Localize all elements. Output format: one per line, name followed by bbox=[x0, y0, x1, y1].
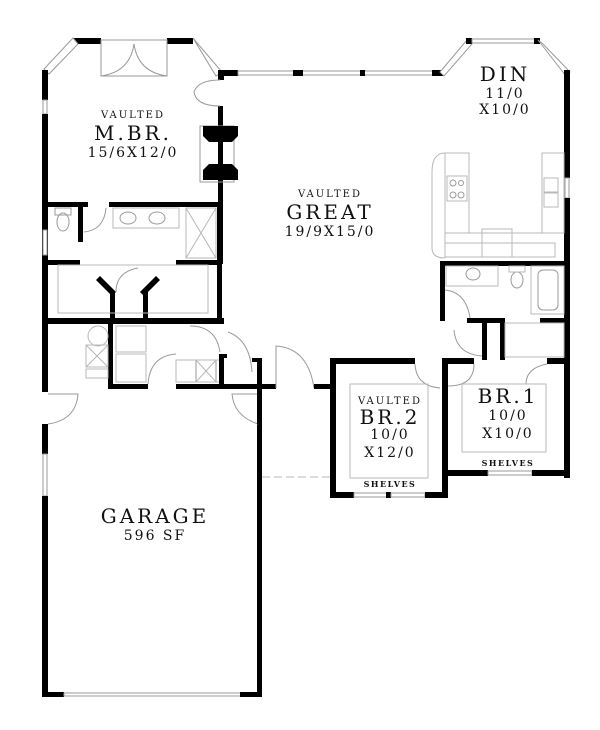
room-qualifier: VAULTED bbox=[100, 110, 165, 121]
room-size-width: 10/0 bbox=[370, 427, 410, 443]
dining-walls bbox=[439, 38, 571, 478]
room-size-height: X10/0 bbox=[479, 102, 531, 118]
hall-bath-walls bbox=[440, 261, 570, 360]
dining-label: DIN 11/0 X10/0 bbox=[465, 62, 545, 118]
bedroom-1-closet-label: SHELVES bbox=[481, 458, 535, 468]
room-name: BR.2 bbox=[359, 405, 421, 429]
room-size-width: 11/0 bbox=[485, 86, 525, 102]
room-name: M.BR. bbox=[94, 121, 172, 145]
room-size-width: 10/0 bbox=[488, 408, 528, 424]
room-qualifier: VAULTED bbox=[297, 189, 362, 200]
master-bedroom-walls bbox=[42, 37, 238, 322]
bedroom-2-walls bbox=[330, 358, 448, 498]
room-name: GREAT bbox=[286, 200, 374, 224]
garage-label: GARAGE 596 SF bbox=[60, 504, 250, 544]
garage-walls bbox=[42, 322, 330, 697]
room-size-height: X12/0 bbox=[364, 445, 416, 461]
bedroom-1-walls bbox=[447, 358, 570, 476]
room-qualifier: VAULTED bbox=[357, 396, 422, 407]
room-size: 19/9X15/0 bbox=[284, 224, 376, 240]
bedroom-1-label: BR.1 10/0 X10/0 bbox=[458, 384, 558, 442]
bedroom-2-closet-label: SHELVES bbox=[363, 479, 417, 489]
room-name: DIN bbox=[479, 62, 531, 86]
room-area: 596 SF bbox=[123, 528, 187, 544]
kitchen-counters bbox=[431, 152, 565, 259]
room-name: BR.1 bbox=[477, 384, 539, 408]
master-bedroom-label: VAULTED M.BR. 15/6X12/0 bbox=[48, 110, 218, 161]
bedroom-2-label: VAULTED BR.2 10/0 X12/0 bbox=[340, 396, 440, 461]
master-bath-walls bbox=[42, 202, 224, 324]
great-room-label: VAULTED GREAT 19/9X15/0 bbox=[240, 189, 420, 240]
room-size-height: X10/0 bbox=[482, 426, 534, 442]
room-name: GARAGE bbox=[100, 504, 210, 528]
great-room-walls bbox=[218, 70, 444, 76]
laundry-walls bbox=[85, 322, 330, 390]
room-size: 15/6X12/0 bbox=[87, 145, 179, 161]
